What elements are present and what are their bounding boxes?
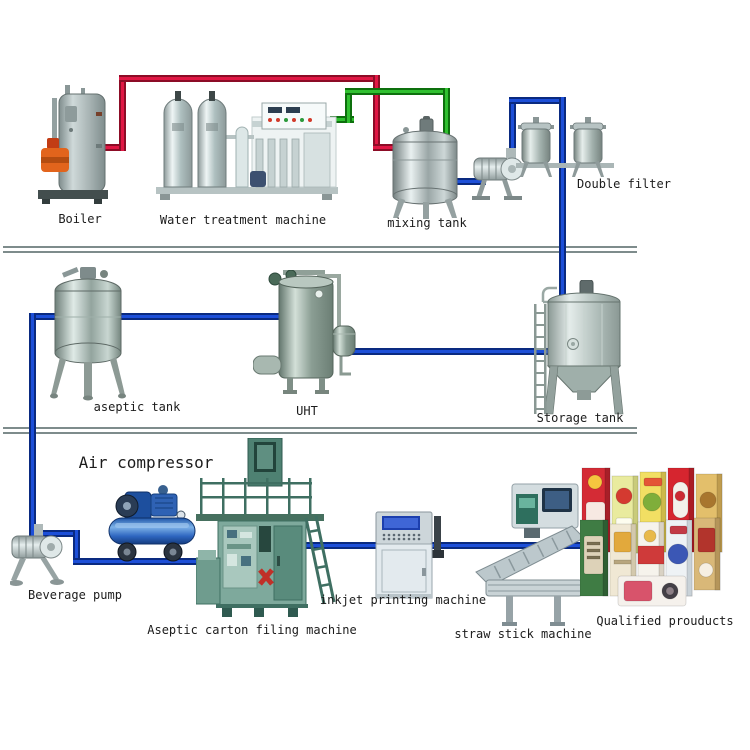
product-pipe-segment [448,178,486,185]
section-divider-top [3,246,637,253]
air-compressor-illustration [108,485,196,562]
product-pipe-segment [29,313,281,320]
label-qualified-products: Qualified prouducts [596,614,734,628]
qualified-products-illustration [580,467,723,607]
aseptic-tank-illustration [50,267,126,401]
label-beverage-pump: Beverage pump [28,588,122,602]
product-pipe-segment [559,97,566,295]
section-divider-bottom [3,427,637,434]
label-air-compressor: Air compressor [78,453,214,472]
product-pipe-segment [73,530,80,565]
label-double-filter: Double filter [577,177,671,191]
uht-illustration [253,270,356,394]
water-pipe-segment [330,116,354,123]
label-straw-stick-machine: straw stick machine [454,627,592,641]
label-carton-filling-machine: Aseptic carton filing machine [147,623,357,637]
label-mixing-tank: mixing tank [387,216,467,230]
product-pipe-segment [352,348,552,355]
water-pipe-segment [443,88,450,140]
label-uht: UHT [296,404,318,418]
steam-pipe-segment [92,144,126,151]
boiler-illustration [38,85,108,204]
carton-filling-machine-illustration [196,438,336,617]
label-aseptic-tank: aseptic tank [93,400,181,414]
product-pipe-segment [73,558,223,565]
beverage-pump-illustration [10,524,64,586]
storage-tank-illustration [534,280,624,415]
label-storage-tank: Storage tank [536,411,624,425]
product-pipe-segment [509,97,566,104]
label-inkjet-printing-machine: inkjet printing machine [319,593,487,607]
steam-pipe-segment [119,75,380,82]
label-water-treatment-machine: Water treatment machine [159,213,327,227]
water-pipe-segment [345,88,352,123]
mixing-tank-illustration [392,116,458,219]
steam-pipe-segment [373,75,380,151]
straw-stick-machine-illustration [475,483,585,626]
product-pipe-segment [509,97,516,167]
product-pipe-segment [306,542,646,549]
steam-pipe-segment [119,75,126,151]
water-pipe-segment [345,88,450,95]
product-pipe-segment [29,313,36,545]
label-boiler: Boiler [58,212,102,226]
double-filter-illustration [516,117,614,177]
water-treatment-machine-illustration [156,91,338,200]
inkjet-printer-illustration [375,511,444,599]
steam-pipe-segment [373,144,403,151]
product-pipe-segment [40,530,80,537]
